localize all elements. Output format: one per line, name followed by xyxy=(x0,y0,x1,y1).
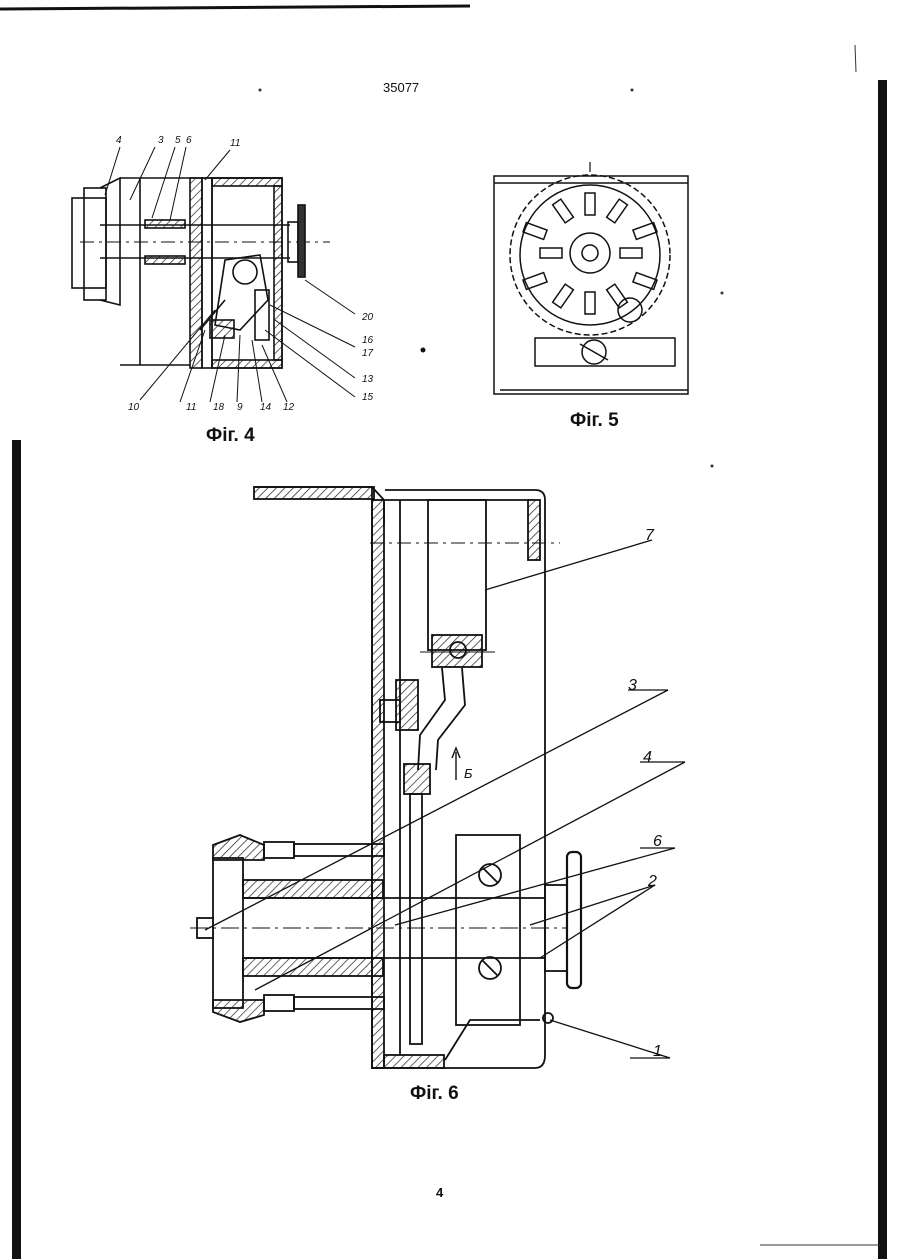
section-mark-b: Б xyxy=(464,766,473,781)
callout-5: 5 xyxy=(175,135,181,146)
callout-10: 10 xyxy=(128,402,140,413)
callout-11-top: 11 xyxy=(230,138,240,149)
callout-17: 17 xyxy=(362,348,374,359)
callout-9: 9 xyxy=(237,402,243,413)
figure-6-leaders xyxy=(205,540,685,1058)
callout-2: 2 xyxy=(647,873,657,890)
callout-1: 1 xyxy=(653,1043,662,1060)
callout-4: 4 xyxy=(643,749,652,766)
callout-4: 4 xyxy=(116,135,122,146)
callout-6: 6 xyxy=(653,833,662,850)
callout-11-bottom: 11 xyxy=(186,402,196,413)
callout-12: 12 xyxy=(283,402,295,413)
figure-6-callouts: 7 3 4 6 2 1 Б xyxy=(464,527,662,1060)
callout-13: 13 xyxy=(362,374,374,385)
figure-6-drawing xyxy=(190,487,581,1068)
figure-4-drawing xyxy=(72,178,330,368)
callout-3: 3 xyxy=(158,135,164,146)
callout-16: 16 xyxy=(362,335,374,346)
callout-7: 7 xyxy=(645,527,655,544)
figure-6-caption: Фіг. 6 xyxy=(410,1083,459,1105)
callout-14: 14 xyxy=(260,402,272,413)
figure-5-drawing xyxy=(494,162,688,394)
callout-15: 15 xyxy=(362,392,374,403)
figure-5-caption: Фіг. 5 xyxy=(570,410,619,432)
callout-6: 6 xyxy=(186,135,192,146)
callout-18: 18 xyxy=(213,402,225,413)
callout-20: 20 xyxy=(361,312,374,323)
figure-4-callouts: 4 3 5 6 11 20 16 17 13 15 10 11 18 9 14 … xyxy=(116,135,374,413)
callout-3: 3 xyxy=(628,677,637,694)
figure-4-caption: Фіг. 4 xyxy=(206,425,255,447)
